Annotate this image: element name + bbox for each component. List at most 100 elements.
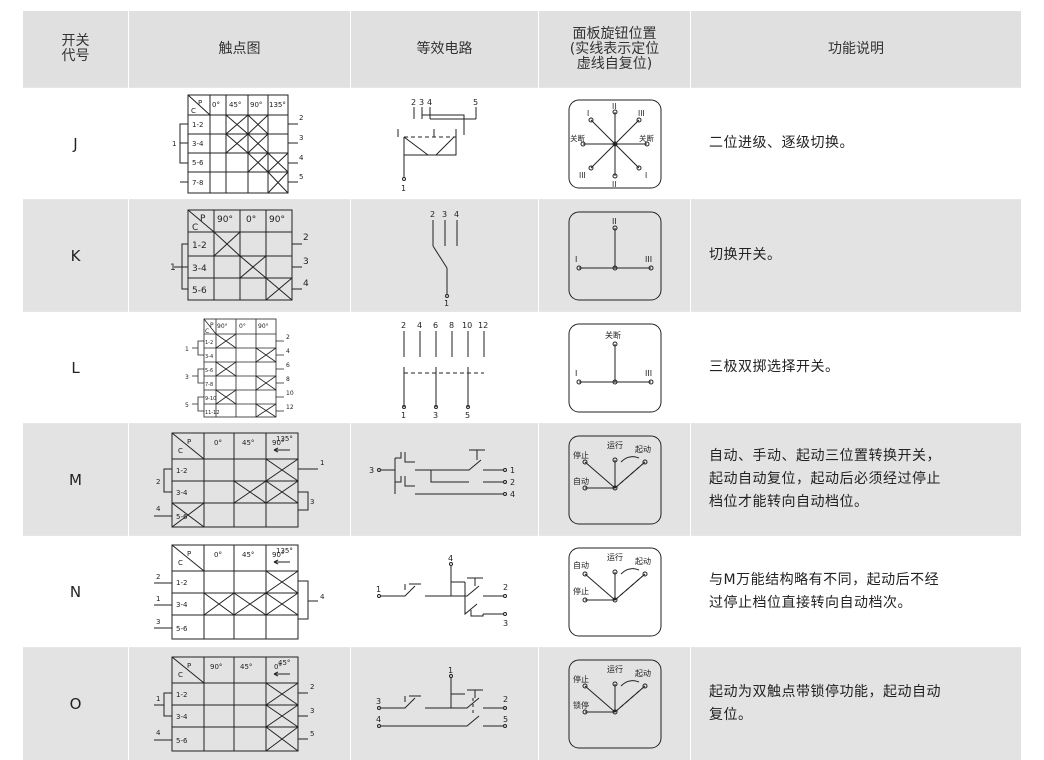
equiv-circuit: 2 3 4 1 — [350, 199, 539, 312]
svg-text:3-4: 3-4 — [176, 489, 188, 497]
panel-knob-j: I II III 关断 关断 III II I — [568, 99, 661, 189]
panel-knob: 自动 运行 起动 停止 — [538, 535, 691, 648]
svg-text:5-6: 5-6 — [205, 368, 213, 374]
svg-text:5: 5 — [299, 173, 303, 181]
equiv-circuit-k: 2 3 4 1 — [430, 210, 459, 306]
svg-text:3-4: 3-4 — [192, 140, 204, 148]
svg-text:起动: 起动 — [635, 556, 651, 566]
svg-text:III: III — [579, 171, 586, 180]
svg-text:运行: 运行 — [607, 664, 623, 674]
svg-text:3: 3 — [442, 210, 447, 219]
svg-text:4: 4 — [299, 154, 304, 162]
svg-text:90°: 90° — [272, 551, 284, 559]
svg-text:135°: 135° — [276, 547, 293, 555]
svg-text:II: II — [612, 217, 617, 226]
svg-text:关断: 关断 — [570, 133, 585, 143]
svg-text:1: 1 — [401, 184, 406, 193]
svg-text:停止: 停止 — [573, 586, 589, 596]
svg-text:P: P — [187, 550, 191, 558]
svg-text:90°: 90° — [269, 215, 285, 225]
row-code: L — [22, 311, 129, 424]
svg-text:3: 3 — [376, 697, 381, 706]
svg-text:5: 5 — [473, 98, 478, 107]
svg-text:12: 12 — [478, 321, 488, 330]
svg-text:12: 12 — [286, 404, 294, 411]
svg-text:0°: 0° — [214, 551, 222, 559]
svg-text:4: 4 — [156, 505, 161, 513]
svg-text:5: 5 — [310, 730, 314, 738]
svg-text:P: P — [187, 438, 191, 446]
svg-text:1-2: 1-2 — [205, 340, 213, 346]
svg-text:3-4: 3-4 — [205, 354, 213, 360]
svg-text:4: 4 — [510, 490, 515, 499]
contact-diagram-n: P C 0° 45° 90° 135° 1-2 3-4 5-6 4 2 1 3 — [153, 544, 325, 639]
svg-text:4: 4 — [448, 554, 453, 563]
svg-text:45°: 45° — [242, 551, 254, 559]
table-row: K P C — [22, 199, 1022, 312]
equiv-circuit: 1 3 4 2 5 — [350, 647, 539, 760]
svg-text:C: C — [178, 447, 183, 455]
svg-text:6: 6 — [433, 321, 438, 330]
panel-knob: II I III — [538, 199, 691, 312]
svg-text:0°: 0° — [214, 439, 222, 447]
svg-text:自动: 自动 — [573, 560, 589, 570]
svg-text:3: 3 — [419, 98, 424, 107]
svg-text:7-8: 7-8 — [205, 382, 213, 388]
header-panel: 面板旋钮位置(实线表示定位虚线自复位) — [538, 11, 691, 88]
svg-text:4: 4 — [303, 279, 309, 289]
svg-text:1-2: 1-2 — [192, 241, 207, 251]
svg-text:1-2: 1-2 — [192, 121, 203, 129]
svg-text:1: 1 — [320, 459, 324, 467]
svg-text:0°: 0° — [239, 323, 246, 330]
function-desc: 起动为双触点带锁停功能，起动自动 复位。 — [690, 647, 1022, 760]
row-code: M — [22, 423, 129, 536]
contact-diagram-o: P C 90° 45° 0° 45° 1-2 3-4 5-6 2 3 5 1 4 — [153, 656, 314, 752]
svg-text:运行: 运行 — [607, 440, 623, 450]
contact-diagram: P C 0° 45° 90° 135° 1-2 3-4 5-6 1 3 2 4 — [128, 423, 351, 536]
svg-text:III: III — [645, 255, 652, 264]
svg-text:C: C — [178, 671, 183, 679]
panel-knob: I II III 关断 关断 III II I — [538, 87, 691, 200]
equiv-circuit-l: 2 4 6 8 10 12 1 3 5 — [401, 321, 488, 419]
svg-text:11-12: 11-12 — [205, 410, 220, 416]
svg-text:自动: 自动 — [573, 476, 589, 486]
svg-text:5-6: 5-6 — [176, 737, 188, 745]
table-row: J P — [22, 87, 1022, 200]
svg-text:1: 1 — [510, 466, 515, 475]
contact-diagram-j: P C 0° 45° 90° 135° 1-2 3-4 5-6 7-8 2 3 … — [172, 94, 304, 193]
svg-text:2: 2 — [299, 114, 303, 122]
svg-text:90°: 90° — [258, 323, 269, 330]
equiv-circuit: 2 4 6 8 10 12 1 3 5 — [350, 311, 539, 424]
svg-text:2: 2 — [286, 334, 290, 341]
row-code: K — [22, 199, 129, 312]
function-desc: 切换开关。 — [690, 199, 1022, 312]
svg-text:关断: 关断 — [639, 133, 654, 143]
svg-text:5-6: 5-6 — [176, 513, 188, 521]
svg-text:1-2: 1-2 — [176, 467, 187, 475]
svg-text:停止: 停止 — [573, 450, 589, 460]
svg-text:4: 4 — [156, 729, 161, 737]
header-code: 开关代号 — [22, 11, 129, 88]
svg-text:1: 1 — [156, 695, 160, 703]
corner-p: P — [198, 99, 202, 107]
equiv-circuit: 4 1 2 3 — [350, 535, 539, 648]
contact-diagram: P C 0° 45° 90° 135° 1-2 3-4 5-6 4 2 1 3 — [128, 535, 351, 648]
svg-text:5-6: 5-6 — [176, 625, 188, 633]
svg-text:2: 2 — [156, 478, 160, 486]
row-code: J — [22, 87, 129, 200]
svg-text:4: 4 — [417, 321, 422, 330]
svg-text:0°: 0° — [212, 101, 220, 109]
svg-text:7-8: 7-8 — [192, 179, 203, 187]
svg-text:P: P — [210, 322, 214, 329]
panel-knob-k: II I III — [568, 211, 661, 300]
svg-text:1-2: 1-2 — [176, 579, 187, 587]
svg-text:II: II — [612, 102, 616, 111]
svg-text:5: 5 — [465, 411, 470, 419]
svg-text:P: P — [200, 214, 206, 224]
contact-diagram: P C 90° 0° 90° 1-2 3-4 5-6 7-8 9-10 11-1… — [128, 311, 351, 424]
svg-text:1: 1 — [156, 595, 160, 603]
svg-text:3-4: 3-4 — [176, 713, 188, 721]
svg-text:1: 1 — [185, 346, 189, 353]
svg-text:1: 1 — [172, 140, 176, 148]
contact-diagram-l: P C 90° 0° 90° 1-2 3-4 5-6 7-8 9-10 11-1… — [185, 318, 294, 417]
